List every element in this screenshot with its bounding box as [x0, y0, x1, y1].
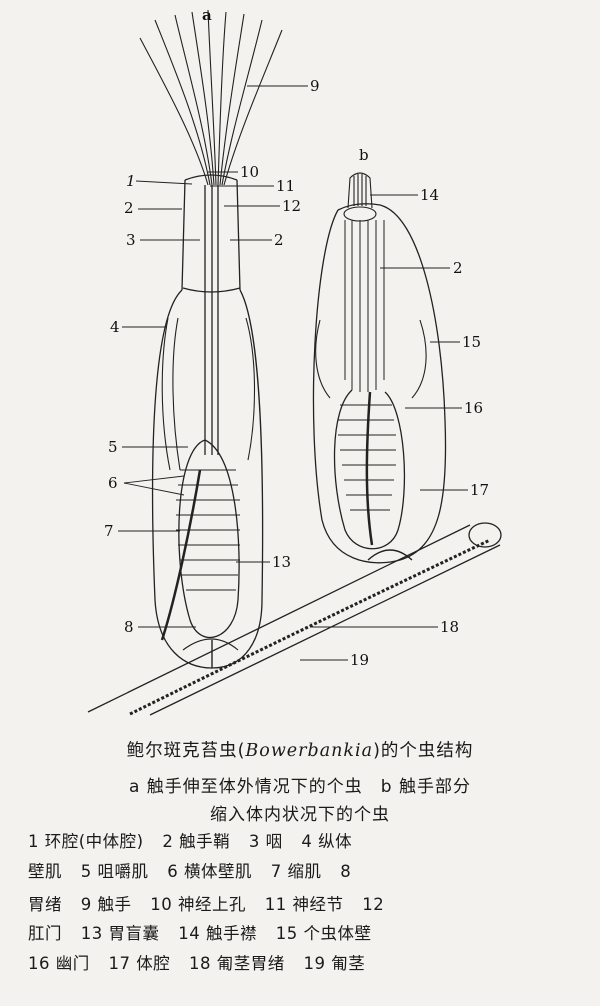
label-b-19: 19: [350, 651, 369, 669]
label-a-1: 1: [126, 172, 136, 190]
label-a-3: 3: [126, 231, 136, 249]
label-a-13: 13: [272, 553, 291, 571]
legend-item-19: 19 匍茎: [303, 954, 366, 973]
legend-line-1: 1 环腔(中体腔) 2 触手鞘 3 咽 4 纵体: [28, 828, 588, 852]
label-b-2: 2: [453, 259, 463, 277]
zooid-b-body: [312, 203, 447, 564]
label-a-5: 5: [108, 438, 118, 456]
zooid-a-neck: [181, 174, 241, 455]
legend-item-12a: 12: [362, 895, 385, 914]
caption-panel-description-2: 缩入体内状况下的个虫: [210, 805, 390, 825]
zooid-b-tentacle-tip: [343, 172, 377, 222]
bowerbankia-diagram: a b 9 1 10 11 2 12 3 2 4 5 6 7 13 8 14 2…: [87, 6, 502, 716]
legend-item-11: 11 神经节: [264, 895, 344, 914]
label-a-2-left: 2: [124, 199, 134, 217]
legend-item-5: 5 咀嚼肌: [80, 862, 149, 881]
zooid-a-body: [151, 289, 264, 669]
label-b-16: 16: [464, 399, 483, 417]
legend-item-9: 9 触手: [80, 895, 132, 914]
label-a-11: 11: [276, 177, 295, 195]
zooid-a-tentacles: [139, 9, 283, 186]
legend-line-5: 16 幽门 17 体腔 18 匍茎胃绪 19 匍茎: [28, 950, 588, 974]
label-a-4: 4: [110, 318, 120, 336]
label-b-18: 18: [440, 618, 459, 636]
label-a-9: 9: [310, 77, 320, 95]
latin-genus-name: Bowerbankia: [245, 741, 374, 761]
legend-item-2: 2 触手鞘: [162, 832, 231, 851]
label-a-2-right: 2: [274, 231, 284, 249]
label-a-7: 7: [104, 522, 114, 540]
legend-item-6: 6 横体壁肌: [167, 862, 252, 881]
legend-item-16: 16 幽门: [28, 954, 90, 973]
legend-item-14: 14 触手襟: [178, 924, 257, 943]
panel-a-label: a: [202, 6, 212, 24]
label-a-8: 8: [124, 618, 134, 636]
legend-item-8a: 8: [340, 862, 352, 881]
legend-item-3: 3 咽: [248, 832, 283, 851]
figure-caption-title: 鲍尔斑克苔虫(Bowerbankia)的个虫结构: [126, 741, 474, 761]
zooid-b-leader-lines: [300, 194, 468, 661]
legend-item-4b: 壁肌: [28, 862, 62, 881]
legend-item-10: 10 神经上孔: [150, 895, 246, 914]
legend-line-3: 胃绪 9 触手 10 神经上孔 11 神经节 12: [28, 891, 588, 915]
zooid-a-leader-lines: [118, 85, 308, 628]
label-a-6: 6: [108, 474, 118, 492]
label-b-17: 17: [470, 481, 489, 499]
legend-item-4a: 4 纵体: [301, 832, 353, 851]
legend-item-1: 1 环腔(中体腔): [28, 832, 144, 851]
legend-item-17: 17 体腔: [108, 954, 171, 973]
label-b-14: 14: [420, 186, 439, 204]
label-b-15: 15: [462, 333, 481, 351]
legend-line-2: 壁肌 5 咀嚼肌 6 横体壁肌 7 缩肌 8: [28, 858, 588, 882]
legend-item-15: 15 个虫体壁: [275, 924, 372, 943]
panel-b-label: b: [359, 146, 369, 164]
legend-line-4: 肛门 13 胃盲囊 14 触手襟 15 个虫体壁: [28, 920, 588, 944]
label-a-10: 10: [240, 163, 259, 181]
legend-item-7: 7 缩肌: [270, 862, 322, 881]
legend-item-12b: 肛门: [28, 924, 62, 943]
caption-panel-description-1: a 触手伸至体外情况下的个虫 b 触手部分: [128, 777, 471, 797]
legend-item-8b: 胃绪: [28, 895, 62, 914]
legend-item-13: 13 胃盲囊: [80, 924, 160, 943]
legend-item-18: 18 匍茎胃绪: [189, 954, 285, 973]
label-a-12: 12: [282, 197, 301, 215]
